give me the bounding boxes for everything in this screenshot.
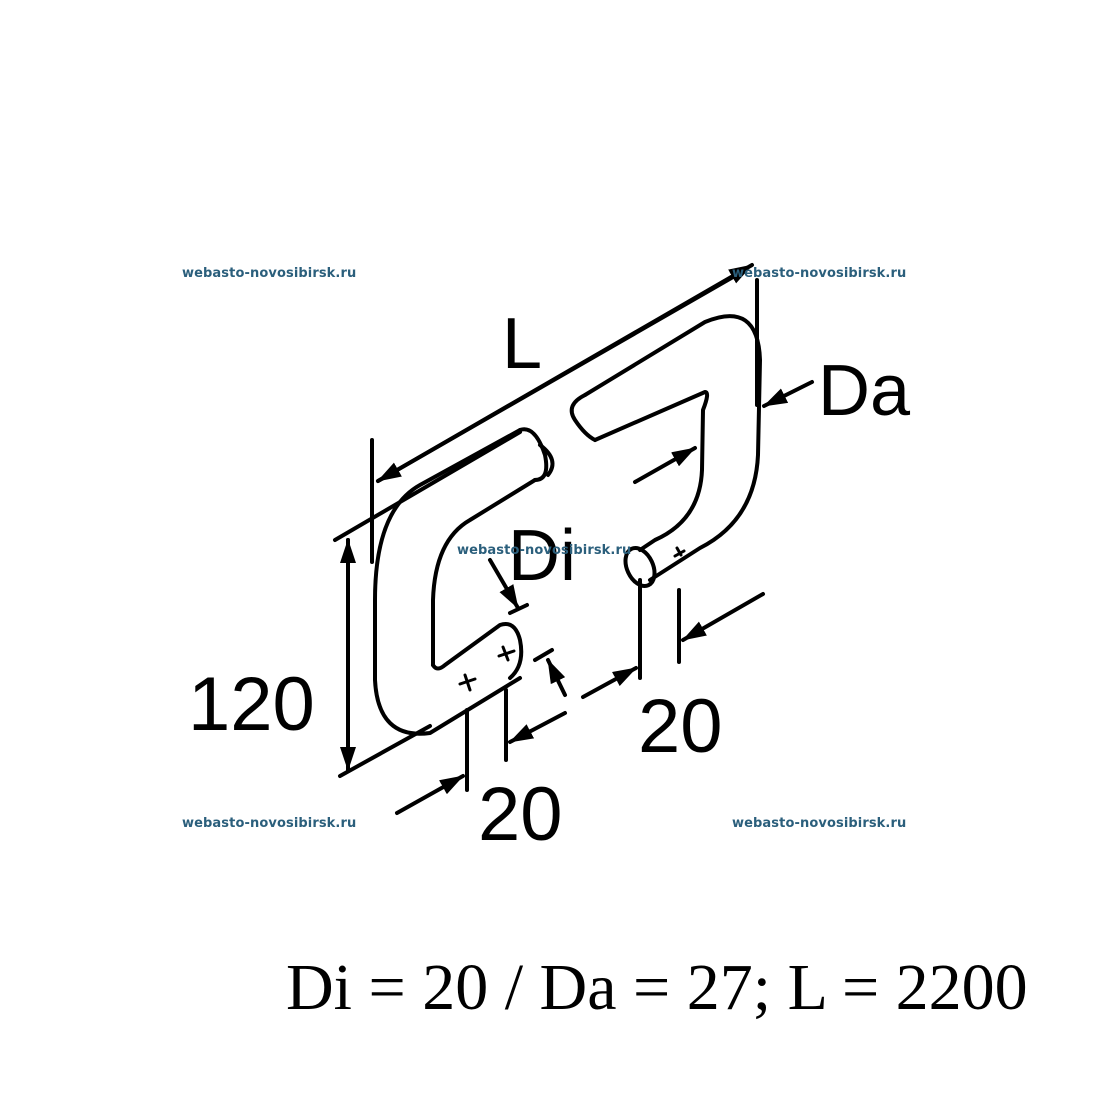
watermark-bottom-right: webasto-novosibirsk.ru bbox=[732, 816, 907, 831]
label-inner-diameter: Di bbox=[508, 516, 576, 596]
label-height: 120 bbox=[188, 662, 315, 747]
watermark-bottom-left: webasto-novosibirsk.ru bbox=[182, 816, 357, 831]
watermark-center: webasto-novosibirsk.ru bbox=[457, 543, 632, 558]
dimension-offset-right bbox=[581, 578, 765, 699]
label-offset-right: 20 bbox=[638, 684, 723, 769]
pipe-right-loop bbox=[569, 314, 762, 588]
dimension-di-arrow-top bbox=[488, 558, 520, 610]
label-offset-left: 20 bbox=[478, 772, 563, 857]
dimension-offset-left bbox=[395, 648, 567, 815]
label-length: L bbox=[502, 304, 542, 384]
spec-formula: Di = 20 / Da = 27; L = 2200 bbox=[286, 951, 1028, 1024]
watermark-top-left: webasto-novosibirsk.ru bbox=[182, 266, 357, 281]
label-outer-diameter: Da bbox=[818, 351, 911, 431]
dimension-height bbox=[338, 538, 432, 778]
dimension-da-arrow bbox=[762, 380, 814, 408]
watermark-top-right: webasto-novosibirsk.ru bbox=[732, 266, 907, 281]
dimension-length bbox=[333, 263, 759, 564]
dimension-di-arrow-inner bbox=[633, 446, 697, 484]
